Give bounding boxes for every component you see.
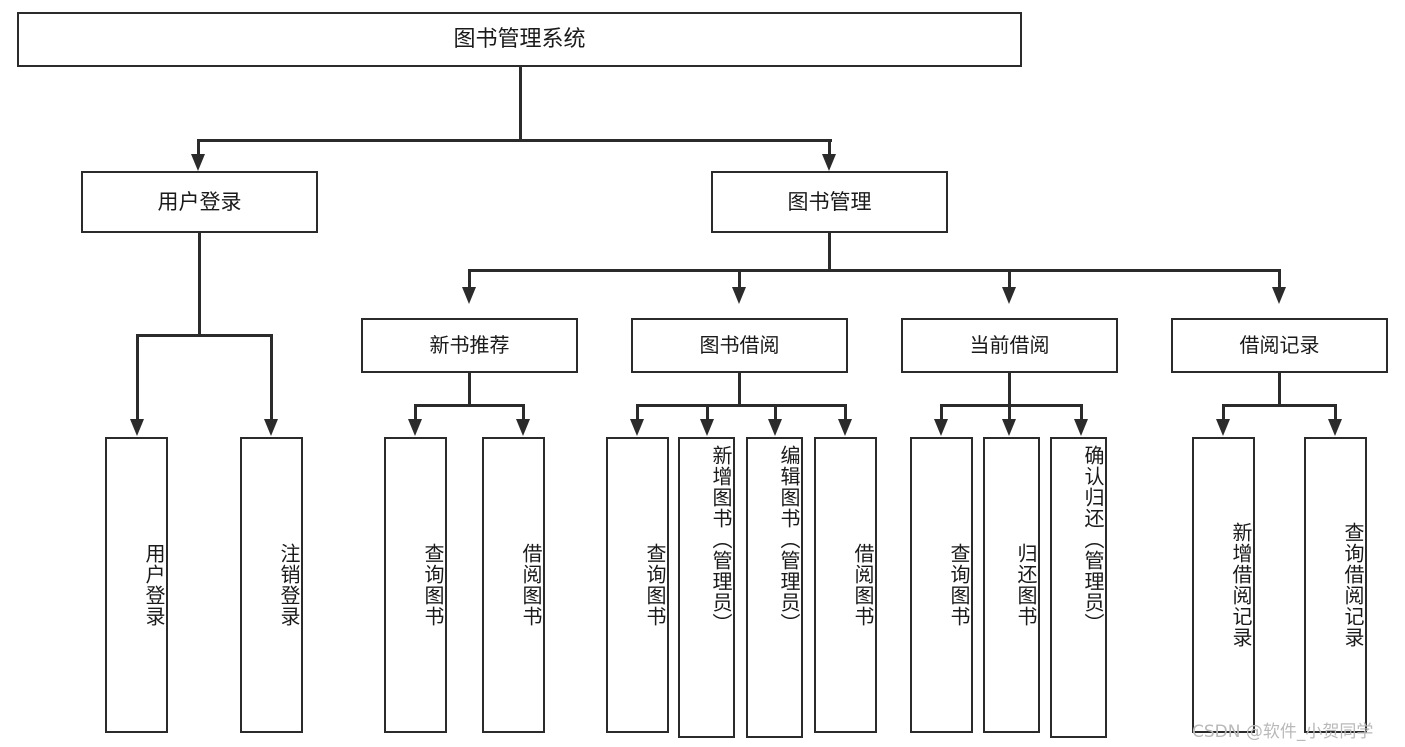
arrow-to-borrow-record <box>1272 287 1286 304</box>
arrow-to-leaf-borrow-book-1 <box>516 419 530 436</box>
node-label: 归还图书 <box>1014 543 1038 627</box>
arrow-to-leaf-query-book-3 <box>934 419 948 436</box>
arrow-to-leaf-confirm-return <box>1074 419 1088 436</box>
leaf-query-book-3[interactable]: 查询图书 <box>910 437 973 733</box>
arrow-to-book-management <box>822 154 836 171</box>
connector-book-management-stem <box>828 233 831 270</box>
connector-current-borrow-drop-3 <box>1080 404 1083 420</box>
connector-user-login-stem <box>198 233 201 336</box>
node-label: 新增图书（管理员） <box>709 445 733 634</box>
connector-level3-drop-4 <box>1278 269 1281 289</box>
node-book-borrow[interactable]: 图书借阅 <box>631 318 848 373</box>
connector-user-login-bar <box>136 334 273 337</box>
node-label: 借阅图书 <box>851 543 875 627</box>
csdn-watermark: CSDN @软件_小贺同学 <box>1192 722 1374 742</box>
arrow-to-leaf-return-book <box>1002 419 1016 436</box>
connector-level2-drop-user-login <box>197 139 200 157</box>
arrow-to-leaf-query-record <box>1328 419 1342 436</box>
arrow-to-current-borrow <box>1002 287 1016 304</box>
node-label: 确认归还（管理员） <box>1081 445 1105 634</box>
connector-borrow-record-bar <box>1222 404 1336 407</box>
connector-new-book-bar <box>414 404 524 407</box>
connector-root-stem <box>519 67 522 140</box>
arrow-to-user-login <box>191 154 205 171</box>
connector-book-borrow-stem <box>738 373 741 406</box>
node-label: 查询借阅记录 <box>1341 522 1365 648</box>
arrow-to-leaf-logout-login <box>264 419 278 436</box>
arrow-to-new-book-recommend <box>462 287 476 304</box>
leaf-query-record[interactable]: 查询借阅记录 <box>1304 437 1367 733</box>
connector-level2-bar <box>197 139 832 142</box>
node-label: 当前借阅 <box>969 333 1050 358</box>
leaf-add-book[interactable]: 新增图书（管理员） <box>678 437 735 738</box>
node-current-borrow[interactable]: 当前借阅 <box>901 318 1118 373</box>
arrow-to-leaf-query-book-2 <box>630 419 644 436</box>
connector-current-borrow-drop-2 <box>1008 404 1011 420</box>
node-label: 图书管理系统 <box>453 26 586 52</box>
connector-borrow-record-drop-1 <box>1222 404 1225 420</box>
leaf-logout-login[interactable]: 注销登录 <box>240 437 303 733</box>
arrow-to-leaf-borrow-book-2 <box>838 419 852 436</box>
node-label: 用户登录 <box>157 189 242 214</box>
arrow-to-leaf-add-record <box>1216 419 1230 436</box>
connector-current-borrow-bar <box>940 404 1083 407</box>
node-label: 用户登录 <box>142 543 166 627</box>
connector-current-borrow-drop-1 <box>940 404 943 420</box>
node-label: 查询图书 <box>947 543 971 627</box>
leaf-confirm-return[interactable]: 确认归还（管理员） <box>1050 437 1107 738</box>
node-label: 查询图书 <box>421 543 445 627</box>
connector-book-borrow-drop-1 <box>636 404 639 420</box>
connector-new-book-drop-2 <box>522 404 525 420</box>
node-borrow-record[interactable]: 借阅记录 <box>1171 318 1388 373</box>
node-label: 查询图书 <box>643 543 667 627</box>
connector-book-borrow-drop-3 <box>774 404 777 420</box>
connector-user-login-drop-1 <box>136 334 139 420</box>
node-label: 图书管理 <box>787 189 872 214</box>
connector-new-book-stem <box>468 373 471 406</box>
connector-level3-drop-1 <box>468 269 471 289</box>
node-root-system[interactable]: 图书管理系统 <box>17 12 1022 67</box>
leaf-user-login[interactable]: 用户登录 <box>105 437 168 733</box>
arrow-to-leaf-user-login <box>130 419 144 436</box>
arrow-to-leaf-edit-book <box>768 419 782 436</box>
connector-borrow-record-drop-2 <box>1334 404 1337 420</box>
node-label: 编辑图书（管理员） <box>777 445 801 634</box>
leaf-edit-book[interactable]: 编辑图书（管理员） <box>746 437 803 738</box>
connector-new-book-drop-1 <box>414 404 417 420</box>
arrow-to-leaf-query-book-1 <box>408 419 422 436</box>
leaf-query-book-1[interactable]: 查询图书 <box>384 437 447 733</box>
connector-level3-bar <box>468 269 1280 272</box>
connector-level2-drop-book-management <box>828 139 831 157</box>
node-label: 注销登录 <box>277 543 301 627</box>
node-label: 新书推荐 <box>429 333 510 358</box>
connector-book-borrow-drop-4 <box>844 404 847 420</box>
leaf-borrow-book-2[interactable]: 借阅图书 <box>814 437 877 733</box>
connector-level3-drop-2 <box>738 269 741 289</box>
arrow-to-leaf-add-book <box>700 419 714 436</box>
leaf-borrow-book-1[interactable]: 借阅图书 <box>482 437 545 733</box>
node-label: 借阅记录 <box>1239 333 1320 358</box>
leaf-query-book-2[interactable]: 查询图书 <box>606 437 669 733</box>
connector-current-borrow-stem <box>1008 373 1011 406</box>
leaf-add-record[interactable]: 新增借阅记录 <box>1192 437 1255 733</box>
node-new-book-recommend[interactable]: 新书推荐 <box>361 318 578 373</box>
connector-user-login-drop-2 <box>270 334 273 420</box>
node-label: 借阅图书 <box>519 543 543 627</box>
node-user-login[interactable]: 用户登录 <box>81 171 318 233</box>
arrow-to-book-borrow <box>732 287 746 304</box>
node-label: 新增借阅记录 <box>1229 522 1253 648</box>
node-book-management[interactable]: 图书管理 <box>711 171 948 233</box>
node-label: 图书借阅 <box>699 333 780 358</box>
connector-level3-drop-3 <box>1008 269 1011 289</box>
connector-borrow-record-stem <box>1278 373 1281 406</box>
leaf-return-book[interactable]: 归还图书 <box>983 437 1040 733</box>
connector-book-borrow-drop-2 <box>706 404 709 420</box>
connector-book-borrow-bar <box>636 404 846 407</box>
